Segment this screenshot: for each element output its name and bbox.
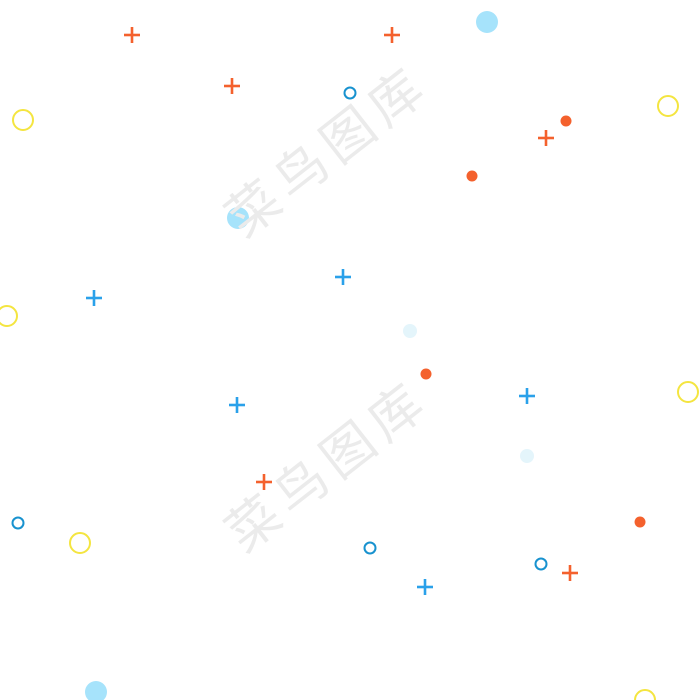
yellow-ring	[677, 381, 699, 403]
orange-plus-icon	[224, 78, 240, 94]
orange-plus-icon	[538, 130, 554, 146]
pale-blue-dot	[403, 324, 417, 338]
blue-plus-icon	[229, 397, 245, 413]
blue-ring	[534, 557, 548, 571]
yellow-ring	[12, 109, 34, 131]
blue-ring	[343, 86, 357, 100]
blue-plus-icon	[417, 579, 433, 595]
blue-ring	[11, 516, 25, 530]
pale-blue-dot	[520, 449, 534, 463]
blue-plus-icon	[86, 290, 102, 306]
light-blue-dot	[227, 207, 249, 229]
orange-dot	[466, 170, 478, 182]
yellow-ring	[634, 689, 656, 700]
yellow-ring	[657, 95, 679, 117]
blue-plus-icon	[335, 269, 351, 285]
orange-plus-icon	[124, 27, 140, 43]
orange-dot	[420, 368, 432, 380]
light-blue-dot	[85, 681, 107, 700]
light-blue-dot	[476, 11, 498, 33]
orange-plus-icon	[256, 474, 272, 490]
blue-ring	[363, 541, 377, 555]
orange-dot	[634, 516, 646, 528]
yellow-ring	[69, 532, 91, 554]
orange-plus-icon	[384, 27, 400, 43]
orange-dot	[560, 115, 572, 127]
blue-plus-icon	[519, 388, 535, 404]
orange-plus-icon	[562, 565, 578, 581]
yellow-ring	[0, 305, 18, 327]
